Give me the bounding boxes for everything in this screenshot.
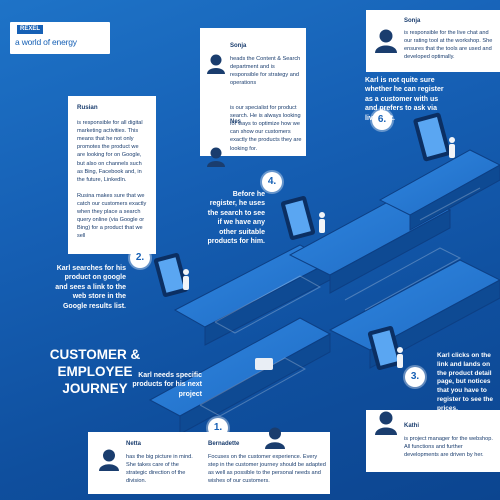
sonja-chat-avatar-icon: [375, 29, 397, 53]
rusian-text-1: is responsible for all digital marketing…: [77, 119, 143, 183]
rusian-text-2: Rusina makes sure that we catch our cust…: [77, 192, 147, 240]
sonja-content-name: Sonja: [230, 43, 247, 49]
bernadette-name: Bernadette: [208, 441, 240, 447]
nes-name: Nes: [230, 119, 242, 125]
step-4-text: Before he register, he uses the search t…: [207, 191, 265, 246]
step-1-badge: 1.: [208, 418, 228, 438]
rusian-name: Rusian: [77, 104, 98, 111]
netta-avatar-icon: [99, 449, 119, 471]
rexel-logo: REXEL a world of energy: [10, 22, 110, 54]
logo-tagline: a world of energy: [15, 37, 77, 47]
kathi-card: Kathi is project manager for the webshop…: [366, 410, 500, 472]
netta-bernadette-card: Netta has the big picture in mind. She t…: [88, 427, 330, 494]
bernadette-avatar-icon: [265, 427, 285, 449]
logo-brand: REXEL: [17, 25, 43, 34]
title-line-2: EMPLOYEE: [57, 363, 133, 379]
netta-name: Netta: [126, 441, 142, 447]
bernadette-text: Focuses on the customer experience. Ever…: [208, 454, 326, 485]
step-6-badge: 6.: [372, 110, 392, 130]
title-line-3: JOURNEY: [62, 380, 128, 396]
netta-text: has the big picture in mind. She takes c…: [126, 454, 193, 485]
content-team-card: Sonja heads the Content & Search departm…: [200, 28, 306, 167]
router-device: [255, 358, 273, 370]
step-2-badge: 2.: [130, 248, 150, 268]
step-2-text: Karl searches for his product on google …: [55, 265, 126, 310]
nes-card: is our specialist for product search. He…: [200, 86, 306, 156]
kathi-avatar-icon: [375, 411, 397, 435]
nes-text: is our specialist for product search. He…: [230, 105, 302, 152]
step-1-text: Karl needs specific products for his nex…: [132, 372, 202, 398]
kathi-name: Kathi: [404, 423, 419, 429]
step-3-badge: 3.: [405, 367, 425, 387]
step-4-badge: 4.: [262, 172, 282, 192]
title-line-1: CUSTOMER &: [49, 347, 141, 362]
sonja-avatar-icon: [207, 54, 225, 74]
kathi-text: is project manager for the webshop. All …: [404, 436, 493, 459]
sonja-content-text: heads the Content & Search department an…: [230, 56, 301, 87]
nes-avatar-icon: [207, 147, 225, 167]
sonja-chat-text: is responsible for the live chat and our…: [404, 30, 493, 61]
rusian-card: Rusian is responsible for all digital ma…: [68, 96, 156, 254]
page-title: CUSTOMER & EMPLOYEE JOURNEY: [30, 347, 160, 398]
sonja-chat-name: Sonja: [404, 18, 421, 24]
step-3-text: Karl clicks on the link and lands on the…: [437, 352, 493, 412]
sonja-chat-card: Sonja is responsible for the live chat a…: [366, 10, 500, 72]
